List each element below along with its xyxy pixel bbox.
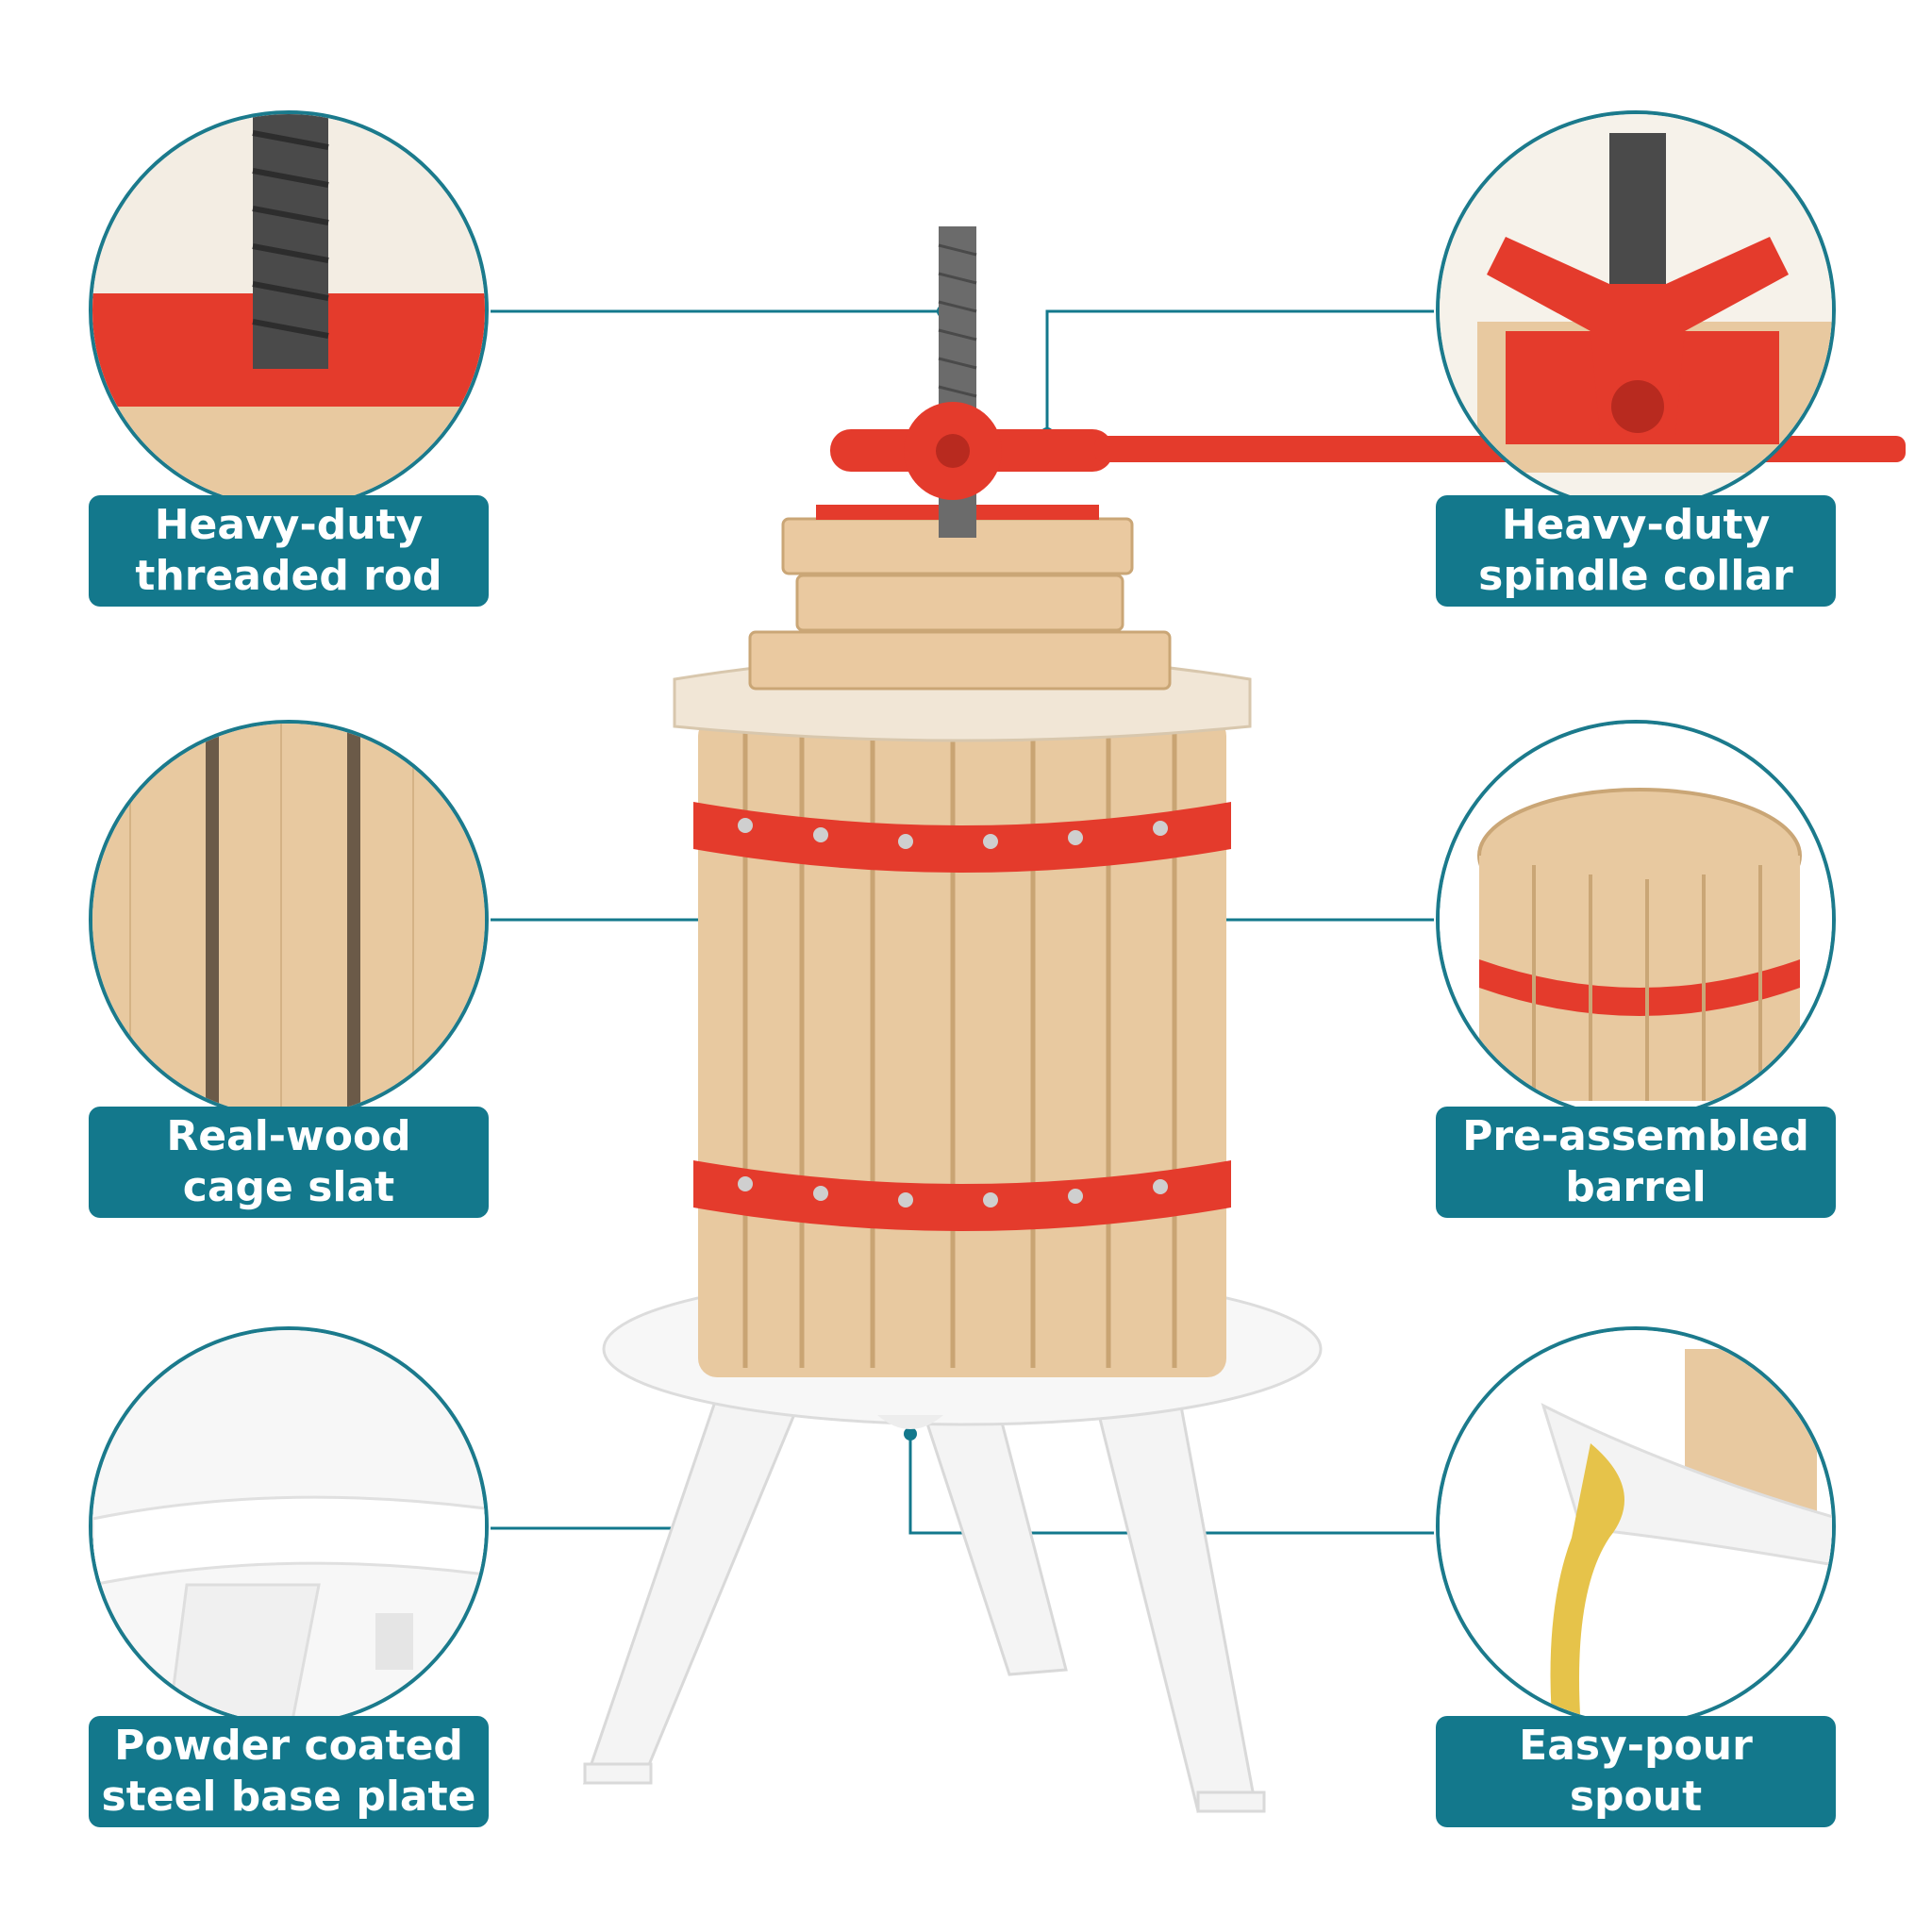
label-spout: Easy-pour spout <box>1436 1716 1836 1827</box>
label-spindle-collar: Heavy-duty spindle collar <box>1436 495 1836 607</box>
label-line-1: Heavy-duty <box>154 501 424 549</box>
label-cage-slat: Real-wood cage slat <box>89 1107 489 1218</box>
label-barrel: Pre-assembled barrel <box>1436 1107 1836 1218</box>
label-line-1: Powder coated <box>114 1722 463 1770</box>
callout-circle-barrel <box>1436 720 1836 1120</box>
threaded-rod-detail <box>92 114 485 507</box>
label-line-1: Easy-pour <box>1519 1722 1753 1770</box>
connector-lines <box>491 309 1434 1535</box>
label-line-2: threaded rod <box>135 552 442 600</box>
callout-circle-cage-slat <box>89 720 489 1120</box>
label-line-2: barrel <box>1565 1163 1707 1211</box>
callout-circle-spout <box>1436 1326 1836 1726</box>
cage-slat-detail <box>92 724 485 1116</box>
label-line-2: spout <box>1569 1773 1703 1821</box>
callout-circle-threaded-rod <box>89 110 489 510</box>
label-line-2: spindle collar <box>1478 552 1793 600</box>
label-line-2: steel base plate <box>101 1773 476 1821</box>
label-threaded-rod: Heavy-duty threaded rod <box>89 495 489 607</box>
pressing-blocks <box>748 517 1172 691</box>
barrel-bands <box>693 802 1231 1231</box>
spout-detail <box>1440 1330 1832 1723</box>
spindle-collar-detail <box>1440 114 1832 507</box>
label-line-1: Real-wood <box>166 1112 411 1160</box>
base-legs <box>582 1394 1266 1813</box>
callout-circle-spindle-collar <box>1436 110 1836 510</box>
barrel-detail <box>1440 724 1832 1116</box>
base-plate-detail <box>92 1330 485 1723</box>
label-line-2: cage slat <box>182 1163 395 1211</box>
label-line-1: Heavy-duty <box>1501 501 1771 549</box>
label-base-plate: Powder coated steel base plate <box>89 1716 489 1827</box>
callout-circle-base-plate <box>89 1326 489 1726</box>
label-line-1: Pre-assembled <box>1462 1112 1809 1160</box>
